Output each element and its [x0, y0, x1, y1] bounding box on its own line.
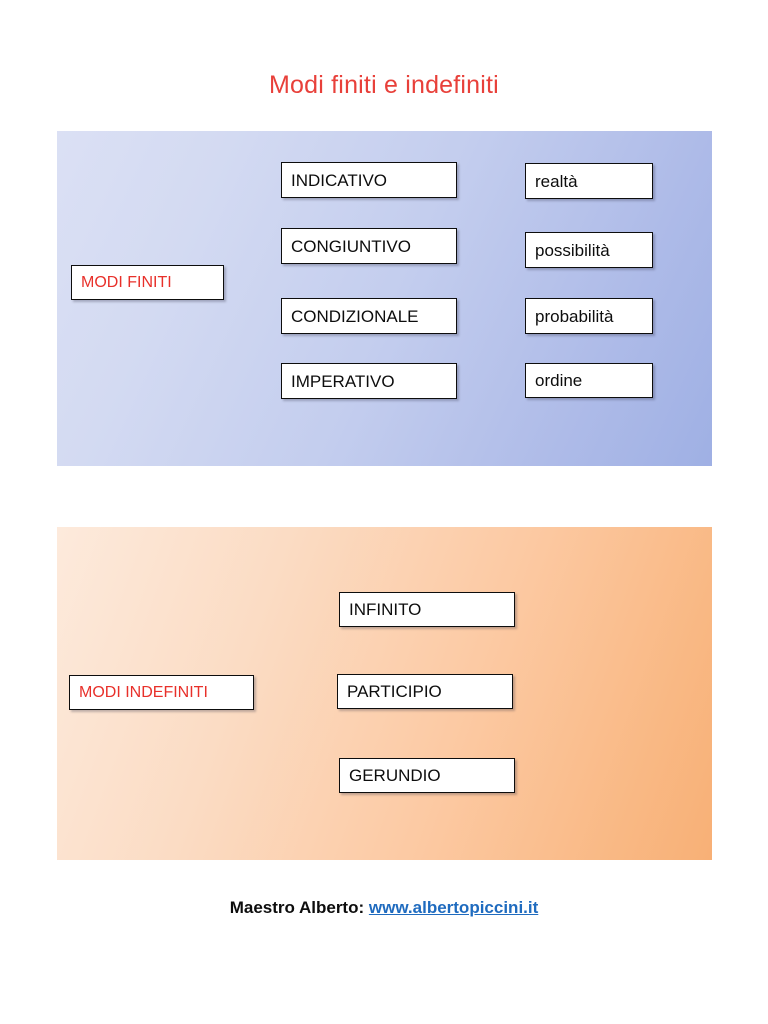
group-label-modi-indefiniti: MODI INDEFINITI — [69, 675, 254, 710]
meaning-box-possibilita: possibilità — [525, 232, 653, 268]
footer-credit-text: Maestro Alberto: — [229, 898, 369, 917]
meaning-box-probabilita: probabilità — [525, 298, 653, 334]
meaning-box-realta: realtà — [525, 163, 653, 199]
group-label-modi-indefiniti-text: MODI INDEFINITI — [79, 683, 208, 701]
mode-label-infinito: INFINITO — [349, 600, 422, 619]
mode-box-gerundio: GERUNDIO — [339, 758, 515, 793]
mode-label-condizionale: CONDIZIONALE — [291, 306, 419, 326]
mode-label-gerundio: GERUNDIO — [349, 766, 441, 785]
mode-box-indicativo: INDICATIVO — [281, 162, 457, 198]
mode-box-participio: PARTICIPIO — [337, 674, 513, 709]
meaning-label-possibilita: possibilità — [535, 240, 610, 260]
meaning-label-ordine: ordine — [535, 371, 583, 390]
meaning-box-ordine: ordine — [525, 363, 653, 398]
mode-box-congiuntivo: CONGIUNTIVO — [281, 228, 457, 264]
group-label-modi-finiti: MODI FINITI — [71, 265, 224, 300]
mode-box-imperativo: IMPERATIVO — [281, 363, 457, 399]
mode-label-participio: PARTICIPIO — [347, 682, 442, 701]
page-title: Modi finiti e indefiniti — [269, 71, 499, 99]
mode-box-condizionale: CONDIZIONALE — [281, 298, 457, 334]
mode-label-indicativo: INDICATIVO — [291, 170, 388, 190]
footer-credit: Maestro Alberto: www.albertopiccini.it — [0, 898, 768, 918]
footer-website-link[interactable]: www.albertopiccini.it — [368, 898, 539, 917]
meaning-label-probabilita: probabilità — [535, 306, 614, 326]
mode-label-congiuntivo: CONGIUNTIVO — [291, 236, 411, 256]
mode-label-imperativo: IMPERATIVO — [291, 371, 395, 391]
meaning-label-realta: realtà — [535, 171, 578, 191]
group-label-modi-finiti-text: MODI FINITI — [81, 273, 172, 291]
mode-box-infinito: INFINITO — [339, 592, 515, 627]
